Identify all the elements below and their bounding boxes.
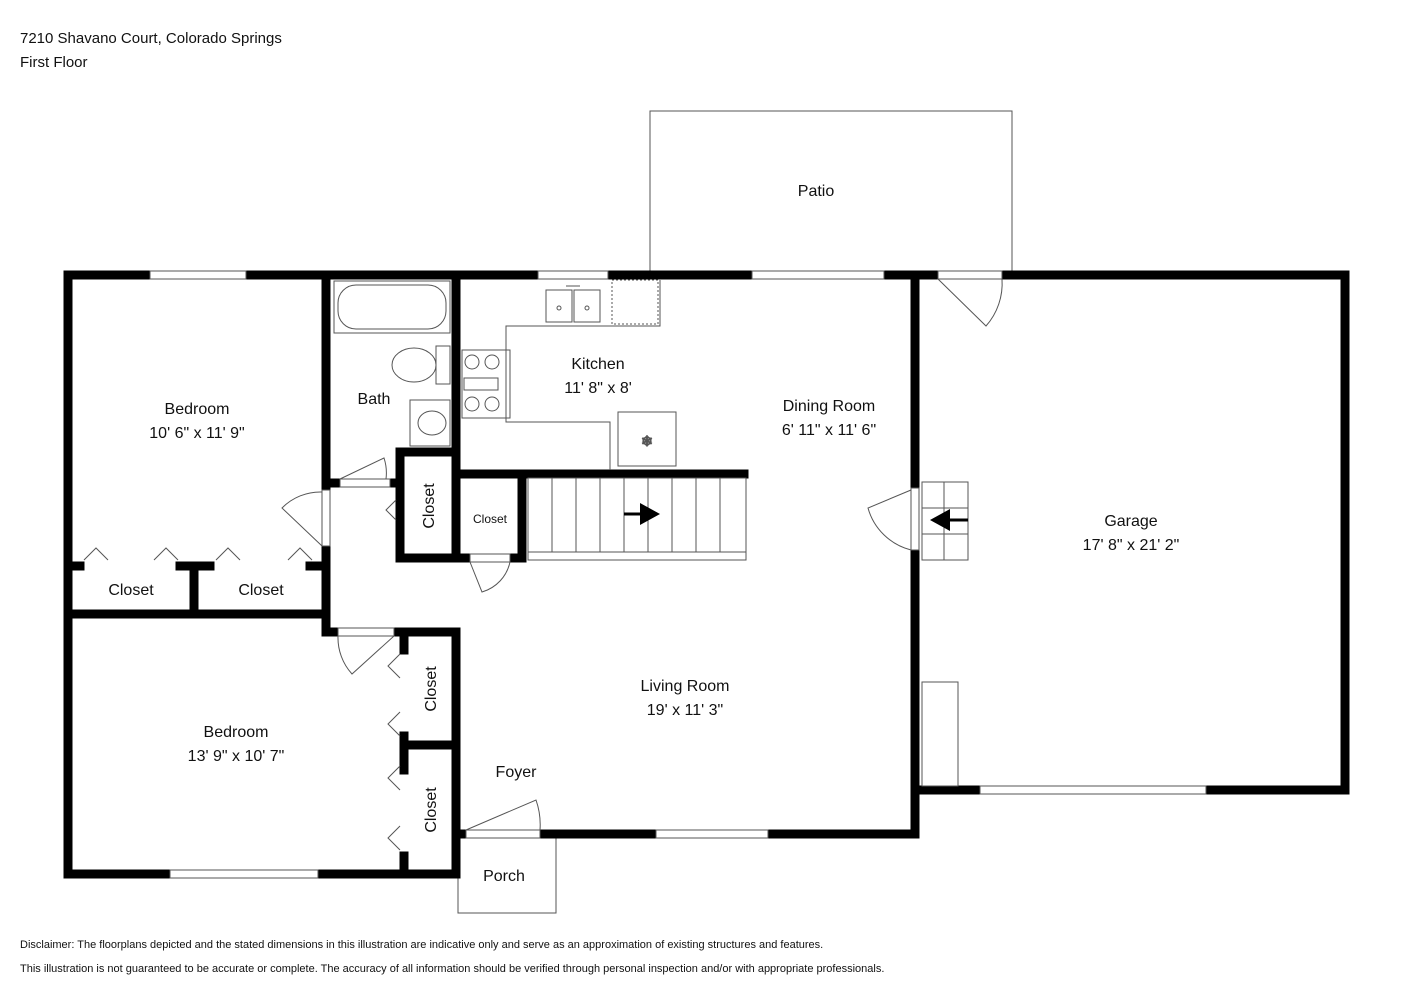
floor-title: First Floor [20, 54, 88, 71]
bedroom2-label: Bedroom [204, 724, 269, 741]
stairs-down-arrow-icon [624, 503, 660, 525]
living-label: Living Room [641, 678, 730, 695]
closet-label-under-stairs: Closet [473, 512, 508, 526]
closet-label-hall: Closet [421, 483, 438, 529]
garage-dims: 17' 8" x 21' 2" [1083, 537, 1180, 554]
dining-dims: 6' 11" x 11' 6" [782, 422, 876, 439]
bedroom1-dims: 10' 6" x 11' 9" [149, 425, 244, 442]
porch-label: Porch [483, 868, 525, 885]
garage-utility-box [921, 681, 959, 787]
kitchen-sink-icon [545, 285, 601, 323]
kitchen-label: Kitchen [571, 356, 624, 373]
windows [149, 270, 1207, 879]
dining-label: Dining Room [783, 398, 875, 415]
closet-label-bedroom1-right: Closet [238, 582, 284, 599]
kitchen-dims: 11' 8" x 8' [564, 380, 632, 397]
svg-text:❄: ❄ [641, 433, 653, 449]
patio-label: Patio [798, 183, 835, 200]
stove-icon [463, 354, 500, 412]
bath-label: Bath [358, 391, 391, 408]
address-title: 7210 Shavano Court, Colorado Springs [20, 30, 282, 47]
garage-label: Garage [1104, 513, 1157, 530]
bath-sink-icon [409, 399, 451, 447]
closet-label-bedroom1-left: Closet [108, 582, 154, 599]
closet-label-bedroom2-lower: Closet [423, 787, 440, 833]
bedroom1-label: Bedroom [165, 401, 230, 418]
disclaimer-line-1: Disclaimer: The floorplans depicted and … [20, 939, 824, 951]
toilet-icon [391, 345, 451, 385]
doors [83, 270, 1003, 851]
dishwasher-icon [611, 279, 659, 325]
walls [63, 270, 1350, 879]
living-dims: 19' x 11' 3" [647, 702, 723, 719]
bedroom2-dims: 13' 9" x 10' 7" [188, 748, 285, 765]
stairs [527, 477, 747, 561]
garage-arrow-icon [930, 509, 968, 531]
refrigerator-icon: ❄ [617, 411, 677, 467]
disclaimer-line-2: This illustration is not guaranteed to b… [20, 963, 885, 975]
closet-label-bedroom2-upper: Closet [423, 666, 440, 712]
foyer-label: Foyer [496, 764, 538, 781]
bathtub-icon [333, 280, 451, 334]
kitchen-counters [461, 280, 661, 470]
